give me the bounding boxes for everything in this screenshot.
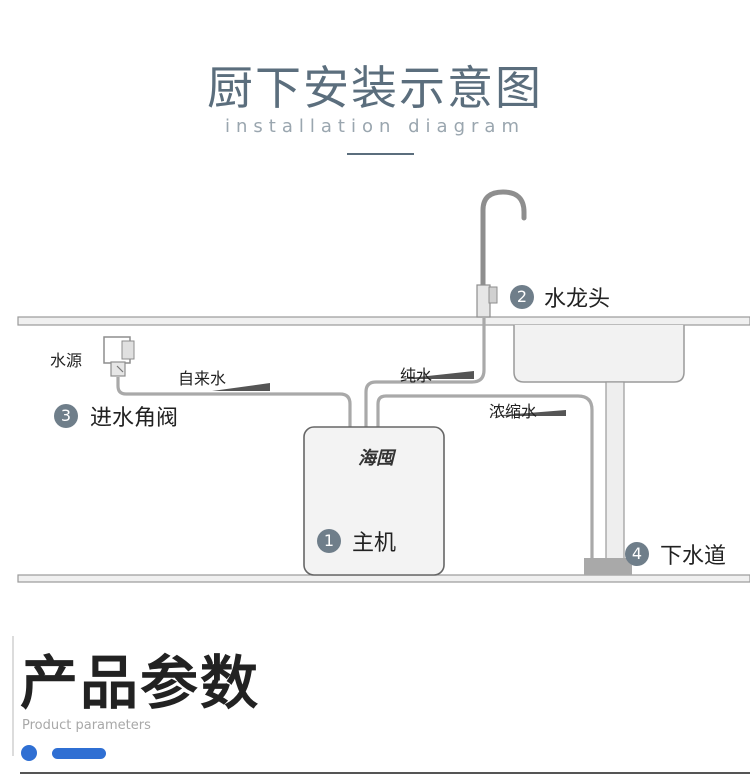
- pure-water-pipe: [364, 318, 486, 430]
- section-subtitle: Product parameters: [22, 718, 151, 733]
- drain-label: 下水道: [660, 544, 727, 569]
- drain-base: [584, 558, 632, 575]
- section-pill: [52, 748, 106, 759]
- section-divider: [20, 772, 750, 774]
- water-source-valve-icon: [103, 336, 135, 377]
- faucet-icon: [476, 189, 527, 318]
- tap-water-pipe: [116, 377, 352, 430]
- water-source-label: 水源: [50, 351, 83, 370]
- drain-pipe: [605, 381, 625, 561]
- section-dot: [21, 745, 37, 761]
- sink-basin: [513, 325, 685, 383]
- cabinet-floor: [17, 574, 750, 583]
- page-title: 厨下安装示意图: [207, 61, 543, 115]
- page-subtitle: installation diagram: [225, 116, 525, 137]
- section-title: 产品参数: [20, 649, 261, 717]
- inlet-valve-number-badge: 3: [54, 404, 78, 428]
- concentrate-arrow: [490, 410, 566, 416]
- unit-label: 主机: [352, 531, 397, 556]
- countertop: [17, 316, 750, 326]
- section-side-rule: [12, 636, 14, 756]
- pure-water-arrow: [400, 371, 474, 379]
- drain-number-badge: 4: [625, 542, 649, 566]
- faucet-label: 水龙头: [544, 287, 611, 312]
- title-underline: [347, 153, 414, 155]
- tap-water-arrow: [212, 383, 270, 391]
- concentrate-label: 浓缩水: [489, 402, 538, 421]
- faucet-number-badge: 2: [510, 285, 534, 309]
- inlet-valve-label: 进水角阀: [90, 406, 179, 431]
- tap-water-label: 自来水: [178, 369, 227, 388]
- unit-logo: 海囤: [358, 448, 394, 469]
- concentrate-pipe: [376, 394, 594, 560]
- pure-water-label: 纯水: [400, 366, 433, 385]
- unit-number-badge: 1: [317, 529, 341, 553]
